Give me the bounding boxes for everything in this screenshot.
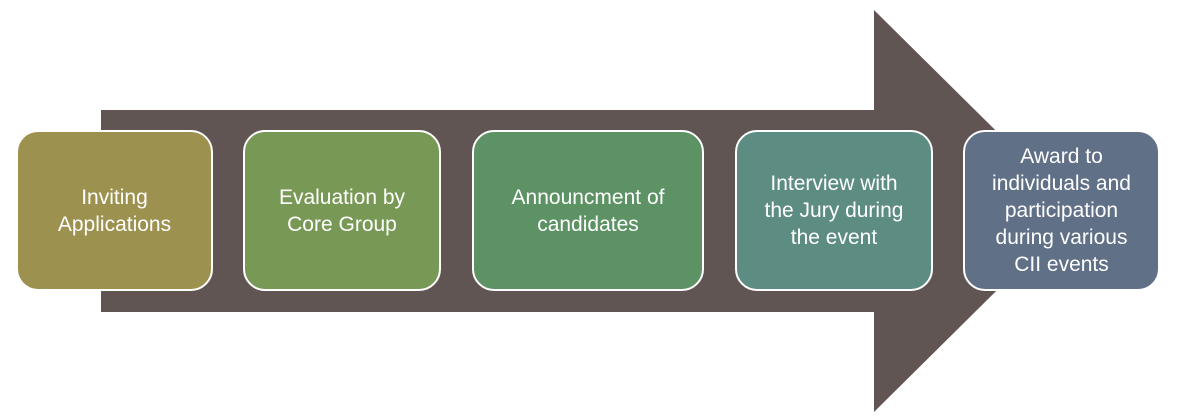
step-inviting-applications: Inviting Applications <box>16 130 213 291</box>
step-label: Inviting Applications <box>57 185 172 236</box>
step-label: Interview with the Jury during the event <box>764 172 904 249</box>
step-award: Award to individuals and participation d… <box>963 130 1160 291</box>
step-evaluation-by-core-group: Evaluation by Core Group <box>243 130 441 291</box>
step-interview-with-jury: Interview with the Jury during the event <box>735 130 933 291</box>
step-label: Award to individuals and participation d… <box>992 145 1131 276</box>
step-label: Announcment of candidates <box>511 185 665 236</box>
step-announcement-of-candidates: Announcment of candidates <box>472 130 704 291</box>
step-label: Evaluation by Core Group <box>278 185 406 236</box>
